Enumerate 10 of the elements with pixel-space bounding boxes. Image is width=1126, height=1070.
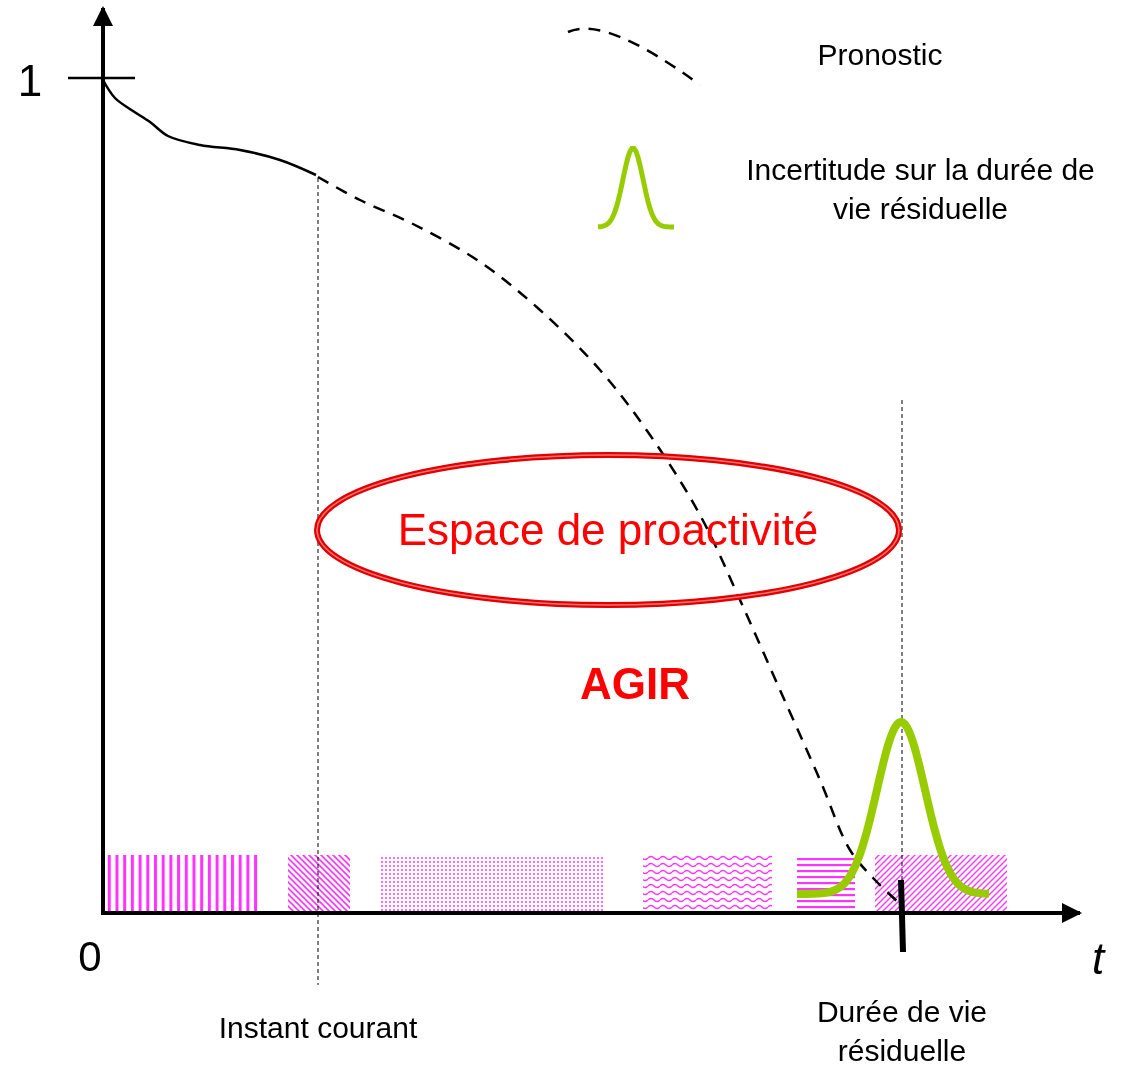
- axis-label: 1: [16, 55, 44, 107]
- axis-label: 0: [77, 932, 103, 982]
- legend-label: Incertitude sur la durée de vie résiduelle: [745, 152, 1096, 227]
- action-label: AGIR: [579, 658, 691, 710]
- ellipse-node: [314, 452, 902, 608]
- time-label: Instant courant: [217, 1010, 419, 1046]
- axis-label: t: [1090, 933, 1107, 985]
- time-label: Durée de vie résiduelle: [815, 994, 989, 1069]
- legend-label: Pronostic: [816, 37, 944, 73]
- node-label: Espace de proactivité: [396, 505, 820, 555]
